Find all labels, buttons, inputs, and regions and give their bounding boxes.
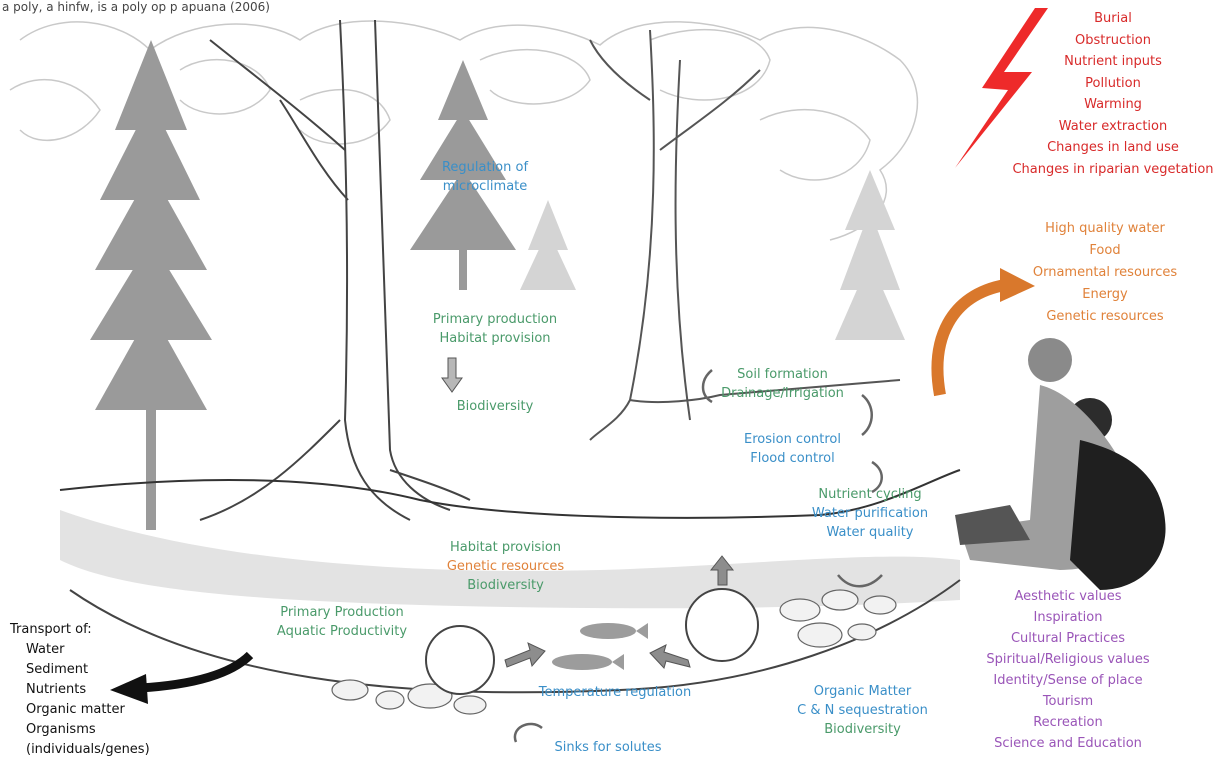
pine-tree-faint [520, 170, 905, 340]
cultural-item: Recreation [968, 712, 1168, 733]
deciduous-tree-left [200, 20, 470, 520]
label-nutrient-cycling: Nutrient cycling Water purification Wate… [795, 485, 945, 542]
label-line: Biodiversity [780, 720, 945, 739]
label-biodiversity-top: Biodiversity [440, 397, 550, 416]
transport-item: Organic matter [10, 700, 150, 720]
transport-item: Organisms [10, 720, 150, 740]
top-caption: a poly, a hinfw, is a poly op p apuana (… [2, 0, 270, 14]
provisioning-item: Ornamental resources [1005, 262, 1205, 284]
label-line: Genetic resources [428, 557, 583, 576]
impact-item: Warming [1000, 94, 1226, 116]
label-line: Organic Matter [780, 682, 945, 701]
label-temperature-regulation: Temperature regulation [520, 683, 710, 702]
transport-item: Sediment [10, 660, 150, 680]
impact-item: Obstruction [1000, 30, 1226, 52]
cultural-list: Aesthetic values Inspiration Cultural Pr… [968, 586, 1168, 754]
label-microclimate: Regulation of microclimate [420, 158, 550, 196]
label-line: C & N sequestration [780, 701, 945, 720]
label-line: Soil formation [700, 365, 865, 384]
label-line: Water purification [795, 504, 945, 523]
cultural-item: Inspiration [968, 607, 1168, 628]
label-erosion-control: Erosion control Flood control [720, 430, 865, 468]
label-line: Biodiversity [428, 576, 583, 595]
impact-item: Water extraction [1000, 116, 1226, 138]
label-line: Erosion control [720, 430, 865, 449]
provisioning-item: Genetic resources [1005, 306, 1205, 328]
transport-item: Water [10, 640, 150, 660]
impact-item: Pollution [1000, 73, 1226, 95]
magnifier-circle-right [686, 589, 758, 661]
label-habitat-provision: Habitat provision Genetic resources Biod… [428, 538, 583, 595]
cultural-item: Science and Education [968, 733, 1168, 754]
label-line: Drainage/Irrigation [700, 384, 865, 403]
provisioning-item: Food [1005, 240, 1205, 262]
impacts-list: Burial Obstruction Nutrient inputs Pollu… [1000, 8, 1226, 180]
fish-icons [552, 623, 648, 670]
label-line: Primary production [420, 310, 570, 329]
label-primary-production: Primary production Habitat provision [420, 310, 570, 348]
transport-item: Nutrients [10, 680, 150, 700]
label-line: Aquatic Productivity [262, 622, 422, 641]
provisioning-item: Energy [1005, 284, 1205, 306]
provisioning-item: High quality water [1005, 218, 1205, 240]
label-line: Primary Production [262, 603, 422, 622]
cultural-item: Spiritual/Religious values [968, 649, 1168, 670]
label-line: Habitat provision [420, 329, 570, 348]
label-line: Water quality [795, 523, 945, 542]
impact-item: Changes in riparian vegetation [1000, 159, 1226, 181]
transport-list: Transport of: Water Sediment Nutrients O… [10, 620, 150, 760]
label-sinks-for-solutes: Sinks for solutes [538, 738, 678, 757]
impact-item: Changes in land use [1000, 137, 1226, 159]
label-organic-matter: Organic Matter C & N sequestration Biodi… [780, 682, 945, 739]
label-line: Flood control [720, 449, 865, 468]
cultural-item: Cultural Practices [968, 628, 1168, 649]
cultural-item: Identity/Sense of place [968, 670, 1168, 691]
label-line: Nutrient cycling [795, 485, 945, 504]
impact-item: Burial [1000, 8, 1226, 30]
impact-item: Nutrient inputs [1000, 51, 1226, 73]
transport-item: (individuals/genes) [10, 740, 150, 760]
people-sitting [955, 338, 1166, 590]
label-line: microclimate [420, 177, 550, 196]
cultural-item: Tourism [968, 691, 1168, 712]
provisioning-list: High quality water Food Ornamental resou… [1005, 218, 1205, 328]
label-soil-formation: Soil formation Drainage/Irrigation [700, 365, 865, 403]
pine-tree-left [90, 40, 212, 530]
label-line: Regulation of [420, 158, 550, 177]
label-line: Habitat provision [428, 538, 583, 557]
transport-heading: Transport of: [10, 620, 150, 640]
magnifier-circle-left [426, 626, 494, 694]
label-aquatic-productivity: Primary Production Aquatic Productivity [262, 603, 422, 641]
cultural-item: Aesthetic values [968, 586, 1168, 607]
